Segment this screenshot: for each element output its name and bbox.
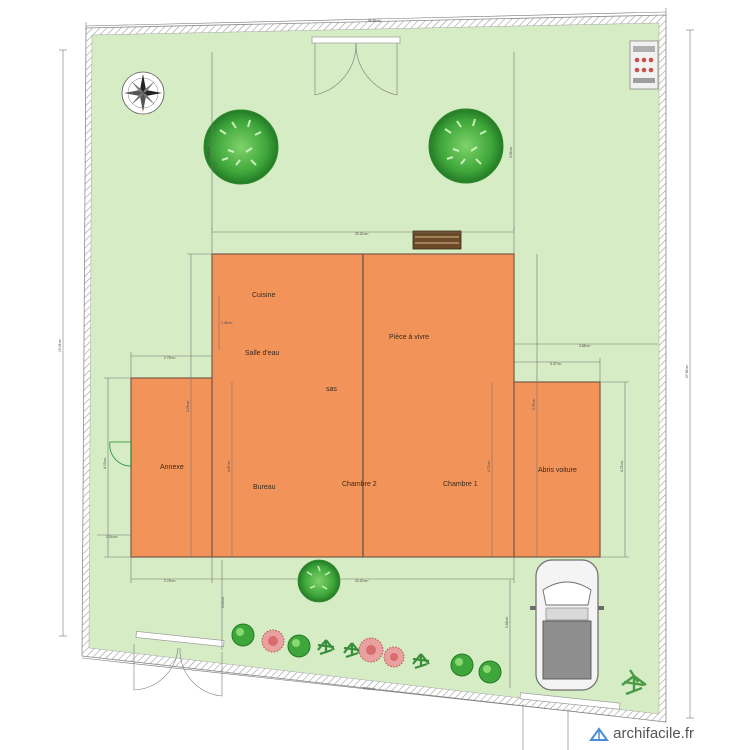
shrub-icon: [317, 639, 335, 656]
watermark: archifacile.fr: [589, 725, 694, 742]
room-label-piece-a-vivre: Pièce à vivre: [389, 334, 429, 341]
dim-south-left: 3.24 m²: [221, 596, 225, 608]
tree-icon: [203, 109, 279, 185]
dim-bottom-total: 16.69 m²: [362, 686, 377, 691]
dim-top-total: 56.56 m²: [368, 19, 382, 23]
barbecue-icon: [629, 40, 659, 90]
car-icon: [530, 559, 604, 691]
room-label-chambre1: Chambre 1: [443, 481, 478, 488]
dimension-lines: [59, 8, 694, 719]
shrub-icon: [412, 653, 430, 670]
car-gate[interactable]: [519, 692, 621, 750]
shrub-icon: [287, 634, 311, 658]
tree-icon: [297, 559, 341, 603]
dim-chambre1-height: 4.72 m²: [487, 460, 491, 472]
abris-voiture-room: [513, 381, 601, 558]
dim-south-right: 2.68 m²: [505, 616, 509, 628]
shrub-icon: [231, 623, 255, 647]
dim-house-width-bottom: 20.20 m²: [355, 579, 369, 583]
dim-house-width-top: 20.20 m²: [355, 232, 369, 236]
dim-annexe-height: 4.03 m²: [103, 457, 107, 469]
shrub-icon: [450, 653, 474, 677]
dim-abris-height: 4.72 m²: [620, 460, 624, 472]
dim-garden-north-left: 3.56 m²: [207, 146, 211, 158]
dim-cuisine-gap: 1.45 m²: [221, 321, 233, 325]
main-house-right: [362, 253, 515, 558]
north-gate[interactable]: [311, 36, 401, 96]
bench-icon: [412, 230, 462, 250]
room-label-chambre2: Chambre 2: [342, 481, 377, 488]
flower-icon: [358, 637, 384, 663]
dim-left-total: 19.06 m²: [58, 338, 62, 352]
room-label-bureau: Bureau: [253, 484, 276, 491]
shrub-row: [231, 623, 647, 696]
archifacile-logo-icon: [589, 726, 610, 741]
dim-annexe-wall-small: 1.04 m²: [106, 535, 118, 539]
flower-icon: [261, 629, 285, 653]
dim-bureau-height: 4.87 m²: [227, 460, 231, 472]
south-gate[interactable]: [133, 631, 225, 697]
tree-icon: [428, 108, 504, 184]
room-label-annexe: Annexe: [160, 464, 184, 471]
room-label-sas: sas: [326, 386, 337, 393]
dim-abris-width: 3.37 m²: [550, 362, 562, 366]
watermark-brand: archifacile.fr: [613, 725, 694, 742]
room-label-cuisine: Cuisine: [252, 292, 275, 299]
dim-annexe-width-bottom: 2.78 m²: [164, 579, 176, 583]
dim-right-total: 27.66 m²: [685, 364, 689, 378]
annexe-door-icon[interactable]: [109, 441, 132, 467]
flower-icon: [383, 646, 405, 668]
shrub-icon: [621, 669, 647, 696]
room-label-salle-eau: Salle d'eau: [245, 350, 280, 357]
dim-garden-north-right: 3.56 m²: [509, 146, 513, 158]
dim-abris-offset: 3.88 m²: [579, 344, 591, 348]
room-label-abris-voiture: Abris voiture: [538, 467, 577, 474]
main-house-left: [211, 253, 364, 558]
dim-house-height: 2.76 m²: [186, 400, 190, 412]
dim-annexe-width-top: 2.78 m²: [164, 356, 176, 360]
shrub-icon: [343, 642, 361, 659]
annexe-room: [130, 377, 213, 558]
dim-abris-left-height: 2.76 m²: [532, 398, 536, 410]
shrub-icon: [478, 660, 502, 684]
compass-rose-icon: [121, 71, 165, 115]
